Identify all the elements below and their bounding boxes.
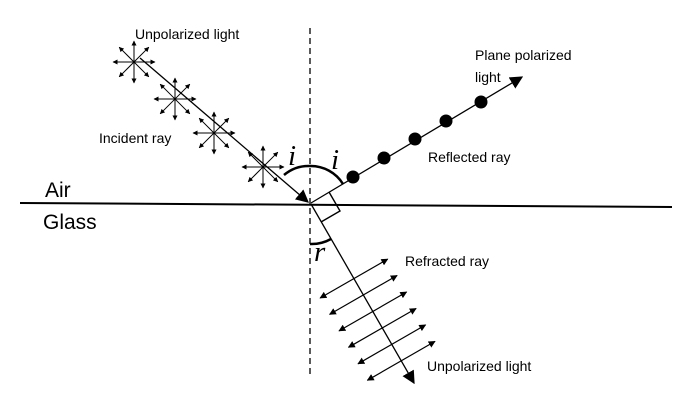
angle-arc-refraction [309, 237, 332, 246]
incident-ray-label: Incident ray [99, 130, 172, 146]
plane-polarized-label-line1: Plane polarized [475, 47, 572, 63]
refracted-ray-label: Refracted ray [405, 253, 490, 269]
angle-refraction-label: r [314, 236, 326, 268]
vibration-arrow [118, 46, 150, 78]
vibration-arrow [198, 117, 230, 149]
unpolarized-incident-label: Unpolarized light [135, 26, 240, 42]
polarization-dot [439, 114, 453, 128]
angle-incidence-label-left: i [288, 140, 297, 172]
angle-incidence-label-right: i [331, 144, 340, 176]
unpolarized-star-symbol [112, 40, 156, 84]
refracted-vibration-arrow [319, 258, 389, 299]
refracted-ray [310, 203, 415, 385]
vibration-arrow [159, 83, 191, 115]
unpolarized-star-symbol [241, 145, 285, 189]
unpolarized-refracted-label: Unpolarized light [427, 358, 532, 374]
vibration-arrow [247, 151, 279, 183]
unpolarized-star-symbol [153, 77, 197, 121]
polarization-dot [377, 151, 391, 165]
reflected-polarization-dots [346, 95, 488, 184]
air-label: Air [45, 179, 71, 202]
glass-label: Glass [43, 211, 97, 234]
refracted-vibration-arrow [357, 324, 427, 365]
interface-line [19, 202, 673, 208]
refracted-vibration-arrow [338, 291, 408, 332]
polarization-dot [346, 170, 360, 184]
polarization-dot [408, 132, 422, 146]
angle-arc-reflected [309, 164, 345, 185]
right-angle-marker [320, 191, 341, 223]
incident-unpolarized-symbols [112, 40, 285, 189]
refracted-vibration-arrow [328, 274, 398, 315]
plane-polarized-label-line2: light [475, 69, 501, 85]
refracted-vibration-arrows [319, 258, 436, 381]
unpolarized-star-symbol [192, 111, 236, 155]
polarization-dot [474, 95, 488, 109]
reflected-ray-label: Reflected ray [428, 149, 511, 165]
refracted-vibration-arrow [366, 340, 436, 381]
refracted-vibration-arrow [347, 307, 417, 348]
angle-arc-incident [283, 164, 311, 176]
